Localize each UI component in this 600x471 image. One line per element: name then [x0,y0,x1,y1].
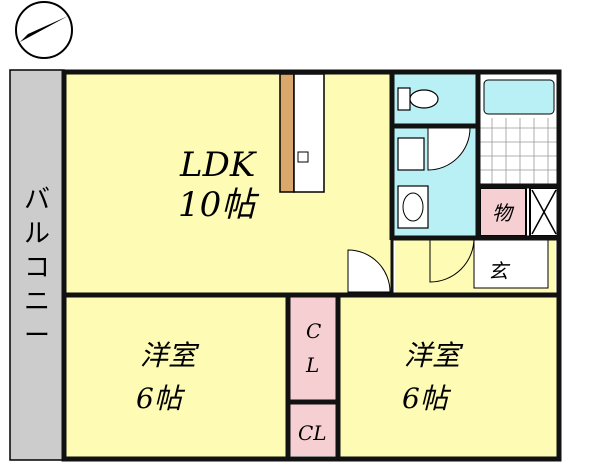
ldk-room [66,74,391,294]
ldk-name: LDK [179,145,258,185]
ldk-size: 10帖 [178,185,260,225]
entrance-label: 玄 [488,259,511,283]
closet-small-label: CL [298,421,327,445]
svg-text:コ: コ [24,253,50,283]
closet-small [290,404,336,456]
storage-label: 物 [492,201,515,225]
kitchen-sink [293,73,325,193]
north-arrow-icon [15,1,73,59]
svg-text:ニ: ニ [24,287,50,317]
closet-tall-label-c: C [306,319,321,343]
cross-icon [531,189,557,235]
closet-tall-label-l: L [305,353,319,377]
western-right-name: 洋室 [404,339,464,372]
western-left-size: 6帖 [136,382,186,415]
balcony-label: バ ル コ ニ ー [24,185,50,351]
svg-text:ー: ー [24,321,50,351]
entrance-floor [473,237,549,289]
closet-tall [290,297,336,401]
western-room-left [66,297,286,457]
washbasin-icon [397,185,429,229]
stove-icon [297,151,309,163]
walls [61,69,562,462]
svg-text:バ: バ [24,185,50,215]
bathroom-tiles [478,118,558,184]
western-right-size: 6帖 [402,382,452,415]
kitchen-counter [279,73,295,193]
washing-machine-icon [397,137,425,171]
toilet-icon [397,87,439,111]
bathtub [483,79,555,115]
western-room-right [340,297,558,457]
svg-text:ル: ル [24,219,50,249]
western-left-name: 洋室 [140,339,200,372]
